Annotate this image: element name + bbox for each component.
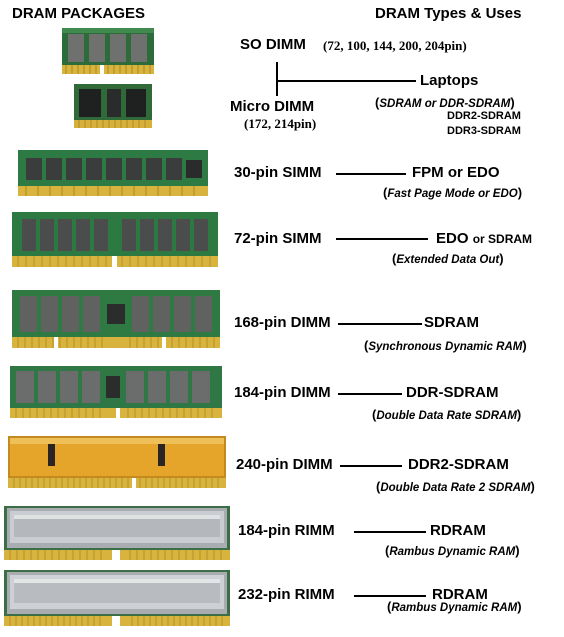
simm72-type-main: EDO bbox=[436, 230, 469, 247]
so-dimm-image bbox=[62, 28, 154, 74]
simm30-image bbox=[18, 150, 208, 196]
rimm232-desc-text: Rambus Dynamic RAM bbox=[391, 602, 518, 614]
laptops-connector-line bbox=[276, 80, 416, 82]
laptops-ddr2: DDR2-SDRAM bbox=[447, 110, 521, 122]
simm30-desc-text: Fast Page Mode or EDO bbox=[387, 188, 518, 200]
so-dimm-pins: (72, 100, 144, 200, 204pin) bbox=[323, 38, 467, 53]
laptops-ddr3: DDR3-SDRAM bbox=[447, 125, 521, 137]
dimm240-label: 240-pin DIMM bbox=[236, 456, 333, 473]
so-dimm-label: SO DIMM bbox=[240, 36, 306, 53]
dimm240-image bbox=[8, 436, 226, 488]
rimm232-connector-line bbox=[354, 595, 426, 597]
simm72-type-suffix: or SDRAM bbox=[472, 232, 533, 246]
rimm184-image bbox=[4, 506, 230, 560]
laptops-desc: (SDRAM or DDR-SDRAM) bbox=[375, 95, 515, 110]
rimm232-label: 232-pin RIMM bbox=[238, 586, 335, 603]
dimm184-image bbox=[10, 366, 222, 418]
dimm168-connector-line bbox=[338, 323, 422, 325]
simm72-desc: (Extended Data Out) bbox=[392, 251, 504, 266]
dimm184-label: 184-pin DIMM bbox=[234, 384, 331, 401]
laptops-bracket-vertical bbox=[276, 62, 278, 96]
rimm184-type: RDRAM bbox=[430, 522, 486, 539]
dimm184-connector-line bbox=[338, 393, 402, 395]
laptops-desc-text: SDRAM or DDR-SDRAM bbox=[379, 98, 511, 110]
rimm184-desc-text: Rambus Dynamic RAM bbox=[389, 546, 516, 558]
right-header: DRAM Types & Uses bbox=[375, 5, 522, 22]
dimm184-desc: (Double Data Rate SDRAM) bbox=[372, 407, 522, 422]
rimm184-label: 184-pin RIMM bbox=[238, 522, 335, 539]
rimm232-desc: (Rambus Dynamic RAM) bbox=[387, 599, 522, 614]
simm30-connector-line bbox=[336, 173, 406, 175]
simm72-image bbox=[12, 212, 218, 267]
simm72-connector-line bbox=[336, 238, 428, 240]
left-header: DRAM PACKAGES bbox=[12, 5, 146, 22]
dimm240-type: DDR2-SDRAM bbox=[408, 456, 509, 473]
dimm168-type: SDRAM bbox=[424, 314, 479, 331]
dimm168-desc: (Synchronous Dynamic RAM) bbox=[364, 338, 527, 353]
simm30-type: FPM or EDO bbox=[412, 164, 500, 181]
dimm168-label: 168-pin DIMM bbox=[234, 314, 331, 331]
simm30-desc: (Fast Page Mode or EDO) bbox=[383, 185, 523, 200]
micro-dimm-image bbox=[74, 84, 152, 128]
simm30-label: 30-pin SIMM bbox=[234, 164, 322, 181]
laptops-type: Laptops bbox=[420, 72, 479, 89]
rimm184-connector-line bbox=[354, 531, 426, 533]
simm72-type: EDO or SDRAM bbox=[436, 230, 532, 247]
micro-dimm-label: Micro DIMM bbox=[230, 98, 315, 115]
rimm232-type: RDRAM bbox=[432, 586, 488, 603]
dimm240-desc-text: Double Data Rate 2 SDRAM bbox=[380, 482, 531, 494]
micro-dimm-pins: (172, 214pin) bbox=[244, 116, 317, 131]
rimm184-desc: (Rambus Dynamic RAM) bbox=[385, 543, 520, 558]
dimm168-desc-text: Synchronous Dynamic RAM bbox=[368, 341, 523, 353]
simm72-desc-text: Extended Data Out bbox=[396, 254, 500, 266]
dimm184-desc-text: Double Data Rate SDRAM bbox=[376, 410, 517, 422]
dimm240-desc: (Double Data Rate 2 SDRAM) bbox=[376, 479, 535, 494]
dimm168-image bbox=[12, 290, 220, 348]
dimm184-type: DDR-SDRAM bbox=[406, 384, 499, 401]
dimm240-connector-line bbox=[340, 465, 402, 467]
rimm232-image bbox=[4, 570, 230, 626]
simm72-label: 72-pin SIMM bbox=[234, 230, 322, 247]
